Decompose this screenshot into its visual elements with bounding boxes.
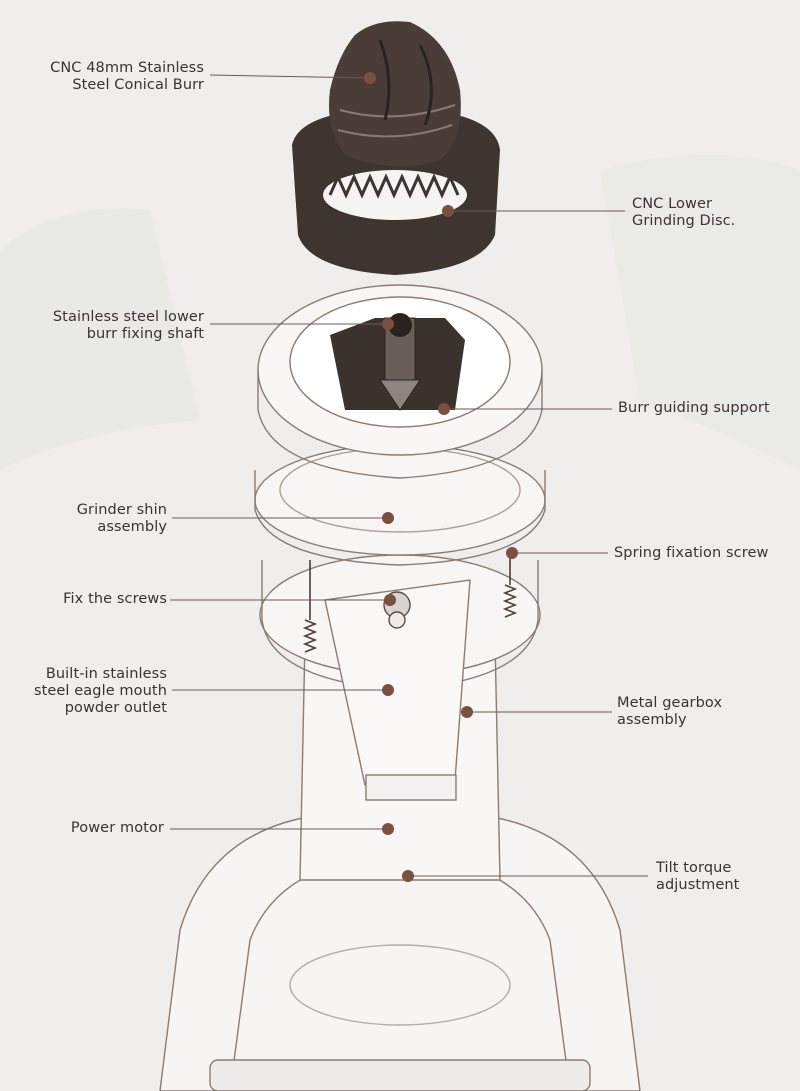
callout-burr-guiding-support: Burr guiding support (618, 400, 770, 416)
callout-lower-burr-fixing-shaft: Stainless steel lower burr fixing shaft (52, 309, 204, 342)
callout-spring-fixation-screw: Spring fixation screw (614, 545, 769, 561)
conical-burr (329, 21, 461, 167)
callout-power-motor: Power motor (70, 820, 164, 836)
callout-grinder-shin-assembly: Grinder shin assembly (76, 502, 167, 535)
leader-dots (364, 72, 518, 882)
powder-outlet (324, 579, 471, 801)
callout-tilt-torque-adjustment: Tilt torque adjustment (656, 860, 740, 893)
background-decor (0, 155, 800, 470)
leader-lines (170, 74, 648, 877)
callout-cnc-48mm-conical-burr: CNC 48mm Stainless Steel Conical Burr (50, 60, 204, 93)
callout-eagle-mouth-powder-outlet: Built-in stainless steel eagle mouth pow… (33, 666, 167, 716)
springs (302, 555, 518, 653)
motor-housing (159, 814, 641, 1091)
callout-cnc-lower-grinding-disc: CNC Lower Grinding Disc. (632, 196, 736, 229)
grinder-shin-ring (254, 444, 546, 566)
burr-carrier (330, 313, 465, 411)
callout-fix-the-screws: Fix the screws (63, 591, 167, 607)
callout-metal-gearbox-assembly: Metal gearbox assembly (617, 695, 723, 728)
